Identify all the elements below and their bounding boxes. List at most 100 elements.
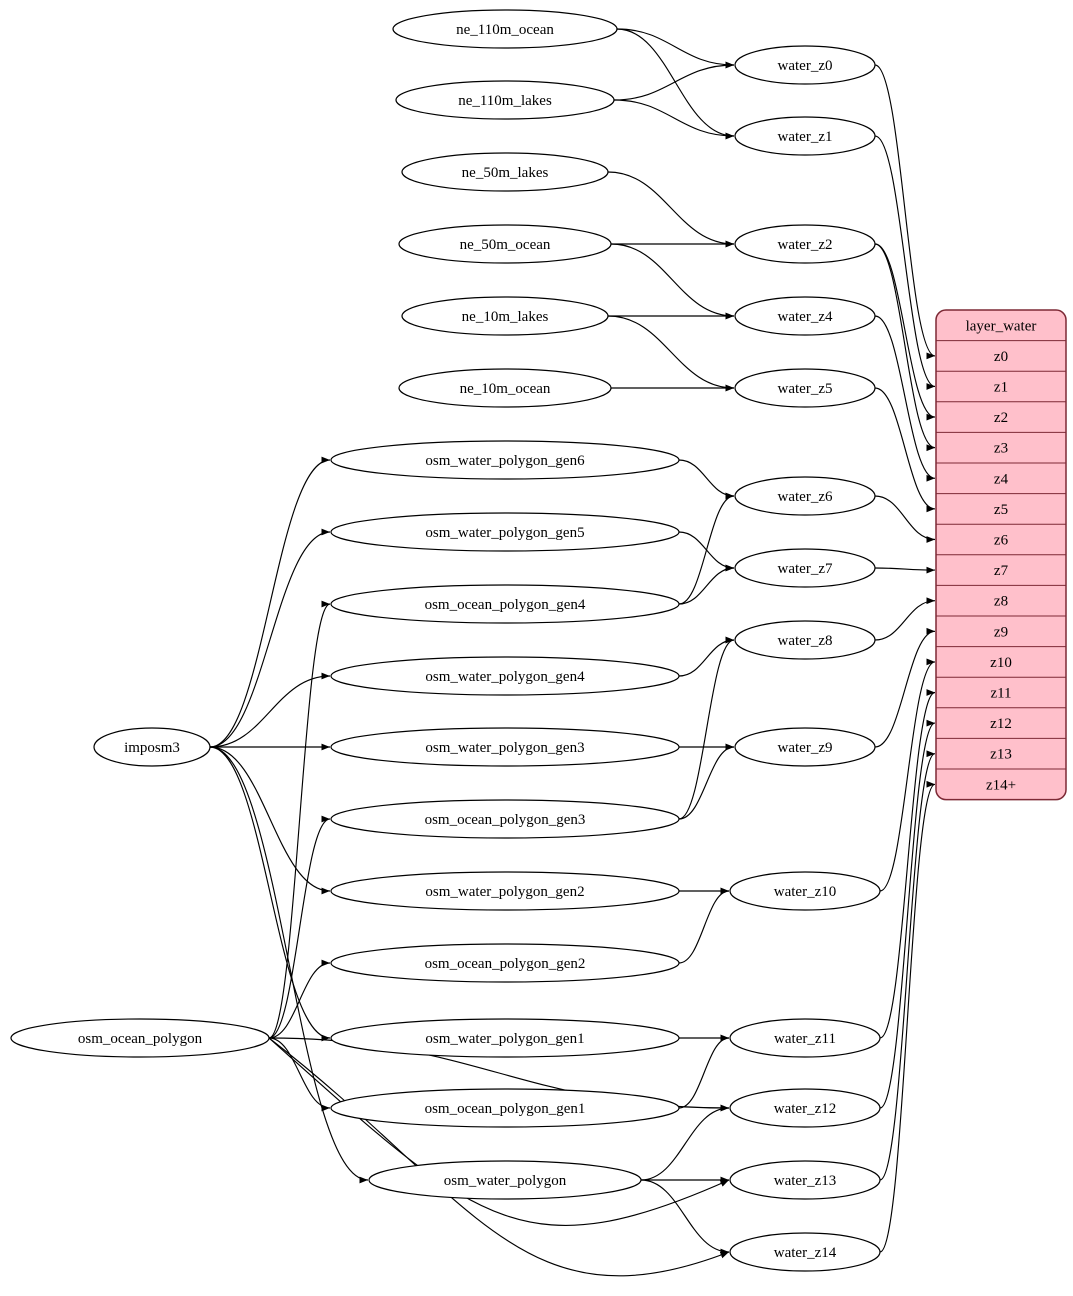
- edge-osm_water_polygon-to-water_z12: [640, 1104, 730, 1181]
- node-label-ne_50m_ocean: ne_50m_ocean: [460, 237, 551, 253]
- record-row-z12: z12: [990, 716, 1012, 732]
- edge-osm_water_polygon_gen6-to-water_z6: [678, 459, 735, 500]
- node-water_z4: water_z4: [734, 296, 876, 336]
- edge-ne_50m_lakes-to-water_z2: [607, 171, 735, 248]
- node-shape-ne_10m_lakes: [401, 296, 609, 336]
- node-label-water_z11: water_z11: [774, 1031, 836, 1047]
- node-imposm3: imposm3: [93, 727, 211, 767]
- node-label-water_z10: water_z10: [774, 884, 836, 900]
- edge-water_z10-to-layer_water-z10: [879, 658, 936, 892]
- node-label-water_z13: water_z13: [774, 1173, 836, 1189]
- node-osm_water_polygon_gen2: osm_water_polygon_gen2: [330, 871, 680, 911]
- edge-osm_water_polygon-to-water_z14: [640, 1179, 730, 1256]
- node-label-water_z4: water_z4: [778, 309, 833, 325]
- node-osm_ocean_polygon: osm_ocean_polygon: [10, 1018, 270, 1058]
- node-label-water_z12: water_z12: [774, 1101, 836, 1117]
- node-shape-osm_water_polygon: [368, 1160, 642, 1200]
- edge-osm_ocean_polygon_gen3-to-water_z8: [678, 636, 735, 820]
- node-water_z9: water_z9: [734, 727, 876, 767]
- node-shape-water_z11: [729, 1018, 881, 1058]
- node-shape-water_z12: [729, 1088, 881, 1128]
- node-label-osm_ocean_polygon_gen4: osm_ocean_polygon_gen4: [425, 597, 586, 613]
- edge-water_z7-to-layer_water-z7: [874, 566, 936, 574]
- node-label-water_z7: water_z7: [778, 561, 833, 577]
- node-osm_ocean_polygon_gen4: osm_ocean_polygon_gen4: [330, 584, 680, 624]
- node-shape-osm_water_polygon_gen4: [330, 656, 680, 696]
- node-shape-osm_water_polygon_gen5: [330, 512, 680, 552]
- node-shape-water_z2: [734, 224, 876, 264]
- node-label-ne_50m_lakes: ne_50m_lakes: [462, 165, 549, 181]
- node-shape-osm_ocean_polygon: [10, 1018, 270, 1058]
- record-row-z5: z5: [994, 502, 1008, 518]
- edge-water_z5-to-layer_water-z5: [874, 387, 936, 513]
- edge-osm_ocean_polygon-to-water_z14: [268, 1037, 730, 1277]
- node-water_z11: water_z11: [729, 1018, 881, 1058]
- edge-osm_ocean_polygon_gen3-to-water_z9: [678, 743, 735, 820]
- edge-osm_ocean_polygon_gen2-to-water_z10: [678, 887, 730, 964]
- node-osm_water_polygon_gen5: osm_water_polygon_gen5: [330, 512, 680, 552]
- edge-water_z4-to-layer_water-z4: [874, 315, 936, 482]
- node-ne_10m_lakes: ne_10m_lakes: [401, 296, 609, 336]
- node-label-water_z14: water_z14: [774, 1245, 837, 1261]
- edge-water_z13-to-layer_water-z13: [879, 750, 936, 1181]
- edge-imposm3-to-osm_water_polygon_gen6: [209, 456, 331, 748]
- node-shape-ne_50m_lakes: [401, 152, 609, 192]
- node-label-water_z9: water_z9: [778, 740, 833, 756]
- node-label-ne_10m_ocean: ne_10m_ocean: [460, 381, 551, 397]
- node-shape-water_z0: [734, 45, 876, 85]
- node-ne_50m_lakes: ne_50m_lakes: [401, 152, 609, 192]
- node-water_z12: water_z12: [729, 1088, 881, 1128]
- node-osm_water_polygon_gen6: osm_water_polygon_gen6: [330, 440, 680, 480]
- edge-water_z8-to-layer_water-z8: [874, 597, 936, 641]
- node-osm_water_polygon_gen4: osm_water_polygon_gen4: [330, 656, 680, 696]
- node-label-water_z5: water_z5: [778, 381, 833, 397]
- edge-osm_ocean_polygon_gen1-to-water_z11: [678, 1034, 730, 1109]
- nodes: ne_110m_oceanne_110m_lakesne_50m_lakesne…: [10, 9, 881, 1272]
- node-shape-water_z4: [734, 296, 876, 336]
- edge-osm_ocean_polygon-to-osm_ocean_polygon_gen3: [268, 815, 331, 1039]
- edge-osm_ocean_polygon-to-osm_ocean_polygon_gen1: [268, 1037, 331, 1112]
- node-shape-osm_ocean_polygon_gen1: [330, 1088, 680, 1128]
- edge-ne_10m_lakes-to-water_z5: [607, 315, 735, 392]
- node-label-osm_ocean_polygon_gen2: osm_ocean_polygon_gen2: [425, 956, 586, 972]
- node-label-osm_ocean_polygon_gen3: osm_ocean_polygon_gen3: [425, 812, 586, 828]
- node-shape-osm_ocean_polygon_gen4: [330, 584, 680, 624]
- node-label-osm_water_polygon_gen1: osm_water_polygon_gen1: [425, 1031, 584, 1047]
- node-water_z5: water_z5: [734, 368, 876, 408]
- edge-imposm3-to-osm_water_polygon_gen4: [209, 672, 331, 748]
- node-shape-ne_10m_ocean: [398, 368, 612, 408]
- edge-imposm3-to-osm_water_polygon_gen5: [209, 528, 331, 748]
- node-label-osm_water_polygon_gen4: osm_water_polygon_gen4: [425, 669, 585, 685]
- node-shape-osm_water_polygon_gen2: [330, 871, 680, 911]
- node-shape-osm_water_polygon_gen6: [330, 440, 680, 480]
- node-shape-osm_ocean_polygon_gen3: [330, 799, 680, 839]
- node-shape-ne_50m_ocean: [398, 224, 612, 264]
- node-ne_110m_ocean: ne_110m_ocean: [392, 9, 618, 49]
- node-water_z13: water_z13: [729, 1160, 881, 1200]
- record-row-z13: z13: [990, 747, 1012, 763]
- node-shape-osm_ocean_polygon_gen2: [330, 943, 680, 983]
- node-shape-water_z7: [734, 548, 876, 588]
- node-label-ne_10m_lakes: ne_10m_lakes: [462, 309, 549, 325]
- node-water_z0: water_z0: [734, 45, 876, 85]
- node-shape-ne_110m_lakes: [395, 80, 615, 120]
- node-water_z8: water_z8: [734, 620, 876, 660]
- node-osm_ocean_polygon_gen1: osm_ocean_polygon_gen1: [330, 1088, 680, 1128]
- edge-ne_110m_ocean-to-water_z1: [616, 28, 735, 140]
- edge-ne_50m_ocean-to-water_z4: [610, 243, 735, 320]
- edge-osm_ocean_polygon-to-osm_ocean_polygon_gen2: [268, 959, 331, 1039]
- node-shape-osm_water_polygon_gen3: [330, 727, 680, 767]
- node-label-osm_water_polygon_gen6: osm_water_polygon_gen6: [425, 453, 585, 469]
- edge-water_z2-to-layer_water-z2: [874, 243, 936, 421]
- record-row-z3: z3: [994, 441, 1008, 457]
- edge-water_z12-to-layer_water-z12: [879, 719, 936, 1109]
- record-row-z2: z2: [994, 410, 1008, 426]
- node-shape-water_z14: [729, 1232, 881, 1272]
- node-water_z14: water_z14: [729, 1232, 881, 1272]
- edge-ne_110m_ocean-to-water_z0: [616, 28, 735, 69]
- edge-water_z0-to-layer_water-z0: [874, 64, 936, 360]
- edge-water_z9-to-layer_water-z9: [874, 627, 936, 748]
- edge-osm_ocean_polygon-to-osm_ocean_polygon_gen4: [268, 600, 331, 1039]
- node-label-water_z6: water_z6: [778, 489, 833, 505]
